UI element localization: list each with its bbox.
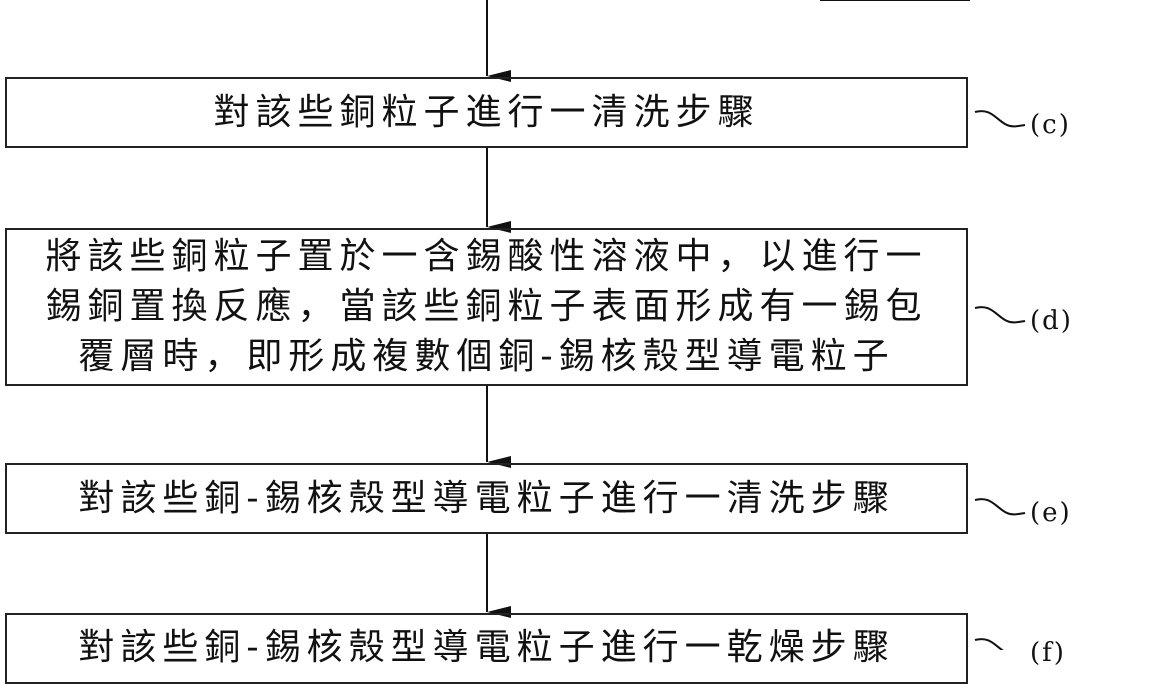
step-label-c: (c) bbox=[1030, 110, 1071, 140]
flow-connectors bbox=[486, 0, 1026, 650]
step-text: 對該些銅粒子進行一清洗步驟 bbox=[213, 91, 760, 133]
leader-c bbox=[974, 110, 1026, 128]
step-box-e: 對該些銅-錫核殼型導電粒子進行一清洗步驟 bbox=[5, 463, 968, 534]
leader-f bbox=[974, 638, 1004, 650]
step-label-f: (f) bbox=[1030, 638, 1066, 668]
leader-e bbox=[974, 498, 1026, 516]
step-text: 對該些銅-錫核殼型導電粒子進行一乾燥步驟 bbox=[78, 627, 895, 668]
step-box-c: 對該些銅粒子進行一清洗步驟 bbox=[5, 77, 968, 148]
step-label-d: (d) bbox=[1030, 306, 1073, 336]
step-text: 錫銅置換反應，當該些銅粒子表面形成有一錫包 bbox=[45, 286, 928, 327]
step-box-f: 對該些銅-錫核殼型導電粒子進行一乾燥步驟 bbox=[5, 613, 968, 684]
leader-d bbox=[974, 306, 1026, 324]
step-text: 覆層時，即形成複數個銅-錫核殼型導電粒子 bbox=[78, 336, 895, 377]
step-box-d: 將該些銅粒子置於一含錫酸性溶液中，以進行一 錫銅置換反應，當該些銅粒子表面形成有… bbox=[5, 228, 968, 386]
step-text: 將該些銅粒子置於一含錫酸性溶液中，以進行一 bbox=[45, 236, 928, 277]
step-text: 對該些銅-錫核殼型導電粒子進行一清洗步驟 bbox=[78, 477, 895, 519]
step-label-e: (e) bbox=[1030, 498, 1072, 528]
